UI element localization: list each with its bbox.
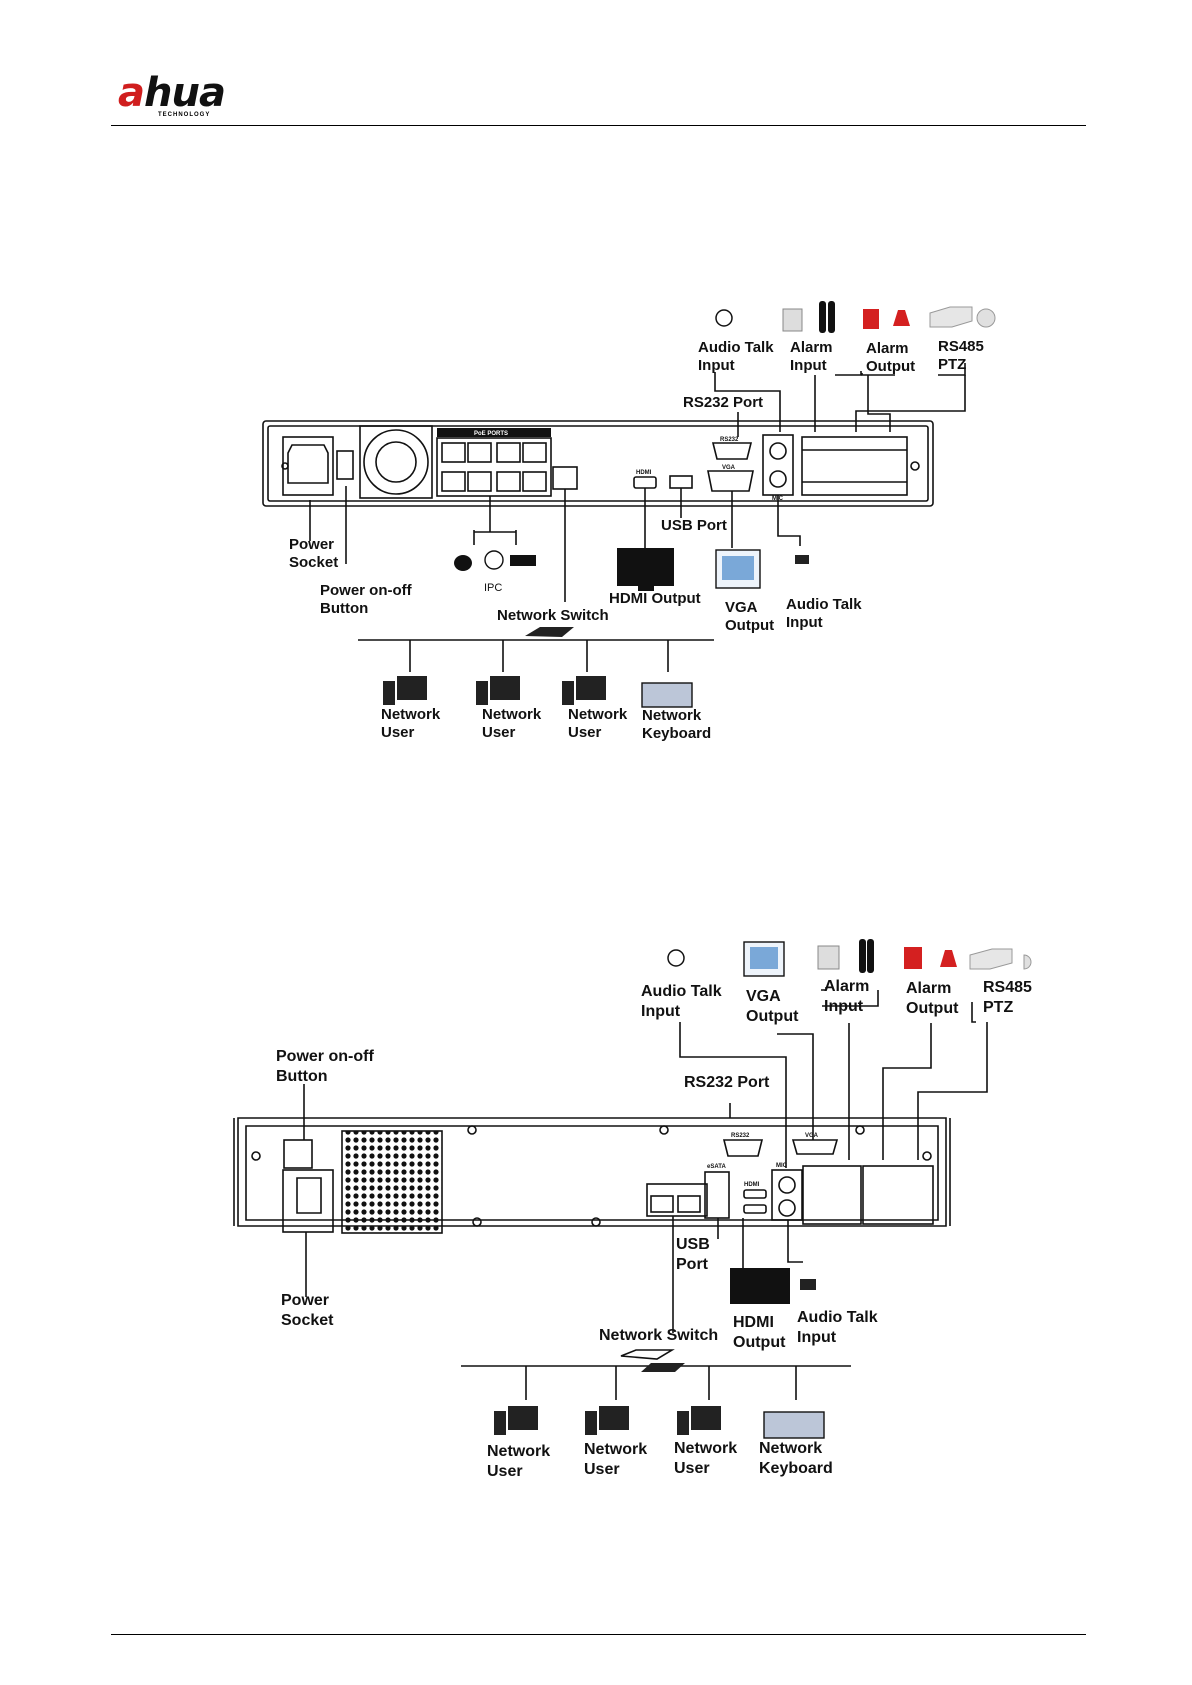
d2-network-switch: Network Switch: [599, 1327, 719, 1344]
d1-vga-output: VGA Output: [725, 599, 775, 634]
d2-rs232-port: RS232 Port: [684, 1074, 770, 1091]
d2-panel-mic-label: MIC: [776, 1163, 788, 1169]
d1-alarm-input: Alarm Input: [790, 339, 833, 374]
d2-audio-talk-input-bottom: Audio Talk Input: [797, 1309, 878, 1346]
d1-rs485-ptz: RS485 PTZ: [938, 338, 984, 373]
d1-hdmi-output: HDMI Output: [609, 590, 701, 607]
d2-panel-hdmi-label: HDMI: [744, 1182, 760, 1188]
nvr-connection-diagram-1: PoE PORTS RS232 VGA HDMI MIC: [262, 301, 996, 708]
d2-vga-output: VGA Output: [746, 988, 799, 1025]
footer-rule: [111, 1634, 1086, 1635]
d1-audio-talk-input-top: Audio Talk Input: [698, 339, 774, 374]
d1-network-keyboard: Network Keyboard: [642, 707, 712, 742]
d2-usb-port: USB Port: [676, 1236, 710, 1273]
panel-mic-label: MIC: [772, 496, 784, 502]
d2-alarm-input: Alarm Input: [824, 978, 870, 1015]
panel-hdmi-label: HDMI: [636, 470, 652, 476]
d2-network-keyboard: Network Keyboard: [759, 1440, 833, 1477]
d2-rs485-ptz: RS485 PTZ: [983, 979, 1032, 1016]
d2-panel-vga-label: VGA: [805, 1133, 819, 1139]
dahua-logo: ahua TECHNOLOGY: [118, 70, 258, 125]
panel-vga-label: VGA: [722, 465, 736, 471]
d2-audio-talk-input-top: Audio Talk Input: [641, 983, 722, 1020]
logo-wordmark: ahua: [118, 70, 226, 116]
d1-alarm-output: Alarm Output: [866, 340, 916, 375]
d1-rs232-port: RS232 Port: [683, 394, 764, 411]
d1-ipc: IPC: [484, 582, 503, 594]
d2-power-button: Power on-off Button: [276, 1048, 374, 1085]
d2-alarm-output: Alarm Output: [906, 980, 959, 1017]
d2-panel-esata-label: eSATA: [707, 1164, 726, 1170]
d1-network-user-3: Network User: [568, 706, 628, 741]
logo-tagline: TECHNOLOGY: [158, 112, 211, 118]
d2-network-user-3: Network User: [674, 1440, 738, 1477]
d2-hdmi-output: HDMI Output: [733, 1314, 786, 1351]
d2-panel-rs232-label: RS232: [731, 1133, 750, 1139]
d2-power-socket: Power Socket: [281, 1292, 334, 1329]
d1-network-user-2: Network User: [482, 706, 542, 741]
d2-network-user-2: Network User: [584, 1441, 648, 1478]
d1-audio-talk-input-bottom: Audio Talk Input: [786, 596, 862, 631]
d2-network-user-1: Network User: [487, 1443, 551, 1480]
header-rule: [111, 125, 1086, 126]
d1-usb-port: USB Port: [661, 517, 727, 534]
panel-poe-label: PoE PORTS: [474, 431, 508, 437]
d1-power-button: Power on-off Button: [320, 582, 412, 617]
d1-power-socket: Power Socket: [289, 536, 339, 571]
panel-rs232-label: RS232: [720, 437, 739, 443]
d1-network-user-1: Network User: [381, 706, 441, 741]
d1-network-switch: Network Switch: [497, 607, 609, 624]
